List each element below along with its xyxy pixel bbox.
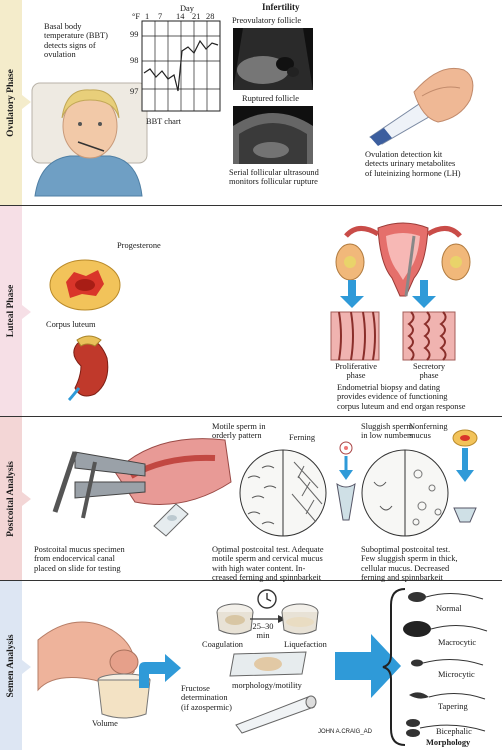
postcoital-analysis-label: Postcoital Analysis xyxy=(6,460,16,537)
speculum-exam-illustration xyxy=(52,438,232,519)
semen-tab-arrow xyxy=(22,660,31,674)
volume-label: Volume xyxy=(92,719,118,728)
coagulation-dish xyxy=(216,603,254,635)
fructose-test-tube xyxy=(235,695,317,734)
bbt-day-14: 14 xyxy=(176,12,185,21)
preovulatory-label: Preovulatory follicle xyxy=(232,16,302,25)
artist-signature: JOHN A.CRAIG_AD xyxy=(318,729,373,735)
morph-tapering-label: Tapering xyxy=(438,702,468,711)
bbt-day-label: Day xyxy=(180,4,194,13)
ovulatory-phase-sidebar: Ovulatory Phase xyxy=(0,0,22,205)
liquefaction-label: Liquefaction xyxy=(284,640,327,649)
optimal-slide-circle xyxy=(239,449,327,537)
ovulation-kit-hand-illustration xyxy=(369,67,474,146)
progesterone-label: Progesterone xyxy=(117,241,161,250)
kidney-adrenal-illustration xyxy=(67,335,109,402)
luteal-tab-arrow xyxy=(22,305,31,319)
morph-bicephalic-label: Bicephalic xyxy=(436,727,472,736)
morph-normal-label: Normal xyxy=(436,604,462,613)
optimal-spinnbarkeit xyxy=(336,441,356,521)
ruptured-follicle-label: Ruptured follicle xyxy=(242,94,299,103)
bbt-day-21: 21 xyxy=(192,12,201,21)
luteal-phase-sidebar: Luteal Phase xyxy=(0,206,22,416)
divider-2 xyxy=(0,416,502,417)
divider-3 xyxy=(0,580,502,581)
liquefaction-dish xyxy=(281,603,319,635)
bbt-temp-99: 99 xyxy=(130,30,139,39)
mucus-slide-illustration xyxy=(153,503,189,537)
morphology-title: Morphology xyxy=(426,738,471,747)
proliferative-endometrium xyxy=(330,311,380,361)
suboptimal-slide-circle xyxy=(361,449,449,537)
ruptured-follicle-ultrasound-image xyxy=(233,106,313,164)
semen-process-arrow xyxy=(139,654,181,688)
postcoital-analysis-sidebar: Postcoital Analysis xyxy=(0,417,22,580)
morph-macrocytic-label: Macrocytic xyxy=(438,638,477,647)
bbt-temp-97: 97 xyxy=(130,87,139,96)
morphology-panel xyxy=(382,588,488,746)
page-title: Infertility xyxy=(262,2,300,12)
secretory-endometrium xyxy=(402,311,456,361)
bbt-day-28: 28 xyxy=(206,12,215,21)
coagulation-label: Coagulation xyxy=(202,640,243,649)
morphology-motility-label: morphology/motility xyxy=(232,681,302,690)
timer-icon xyxy=(257,589,277,609)
ovulatory-tab-arrow xyxy=(22,95,31,109)
divider-1 xyxy=(0,205,502,206)
morph-microcytic-label: Microcytic xyxy=(438,670,475,679)
bbt-day-1: 1 xyxy=(145,12,150,21)
woman-in-bed-illustration xyxy=(31,82,148,197)
bbt-chart-grid xyxy=(141,20,221,112)
biopsy-arrows xyxy=(340,280,436,308)
postcoital-tab-arrow xyxy=(22,492,31,506)
semen-big-arrow xyxy=(335,634,401,698)
corpus-luteum-illustration xyxy=(49,259,121,311)
corpus-luteum-label: Corpus luteum xyxy=(46,320,96,329)
semen-analysis-label: Semen Analysis xyxy=(6,633,16,698)
morphology-slide xyxy=(229,651,307,677)
bbt-temp-98: 98 xyxy=(130,56,139,65)
bbt-unit: °F xyxy=(132,12,141,21)
suboptimal-test-caption: Suboptimal postcoital test.Few sluggish … xyxy=(361,545,458,583)
bbt-day-7: 7 xyxy=(158,12,163,21)
penis-illustration xyxy=(37,621,139,692)
suboptimal-spinnbarkeit xyxy=(452,429,478,523)
ovulatory-phase-label: Ovulatory Phase xyxy=(6,68,16,137)
semen-analysis-sidebar: Semen Analysis xyxy=(0,581,22,750)
time-arrow xyxy=(250,615,286,623)
volume-beaker xyxy=(97,673,151,719)
bbt-chart-label: BBT chart xyxy=(146,117,181,126)
ferning-label: Ferning xyxy=(289,433,316,442)
luteal-phase-label: Luteal Phase xyxy=(6,284,16,338)
preovulatory-ultrasound-image xyxy=(233,28,313,90)
uterus-biopsy-illustration xyxy=(335,222,471,297)
